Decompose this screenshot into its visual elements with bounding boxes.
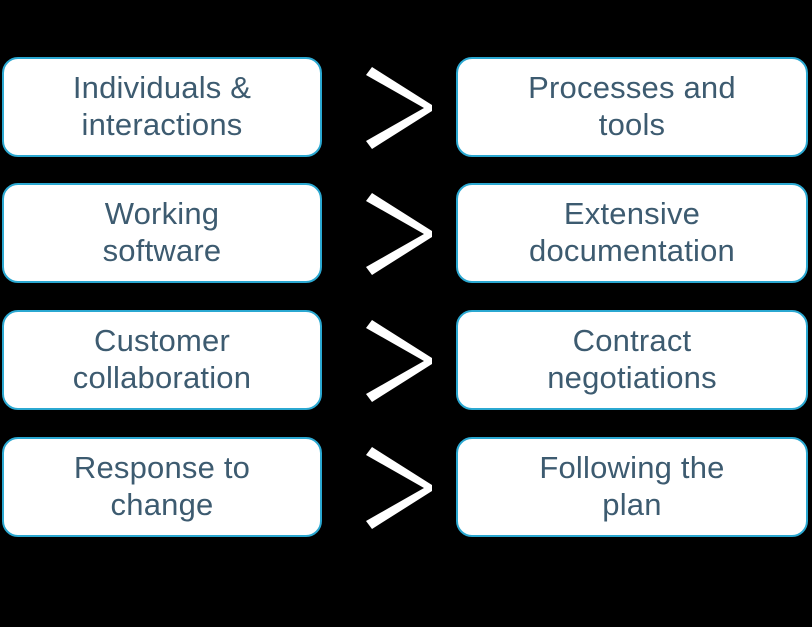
- value-box-left[interactable]: Working software: [2, 183, 322, 283]
- value-box-right-label: Processes and tools: [528, 70, 736, 142]
- greater-than-icon: [362, 441, 438, 533]
- value-box-left[interactable]: Customer collaboration: [2, 310, 322, 410]
- value-pair-row: Customer collaboration Contract negotiat…: [0, 310, 812, 410]
- value-box-left[interactable]: Response to change: [2, 437, 322, 537]
- value-box-left-label: Customer collaboration: [72, 323, 252, 395]
- value-pair-row: Working software Extensive documentation: [0, 183, 812, 283]
- greater-than-icon: [362, 187, 438, 279]
- value-pair-row: Response to change Following the plan: [0, 437, 812, 537]
- value-box-right[interactable]: Processes and tools: [456, 57, 808, 157]
- value-box-right[interactable]: Following the plan: [456, 437, 808, 537]
- value-box-right[interactable]: Extensive documentation: [456, 183, 808, 283]
- value-box-left[interactable]: Individuals & interactions: [2, 57, 322, 157]
- greater-than-icon: [362, 61, 438, 153]
- value-box-left-label: Working software: [102, 196, 222, 268]
- value-pair-row: Individuals & interactions Processes and…: [0, 57, 812, 157]
- value-box-left-label: Individuals & interactions: [72, 70, 252, 142]
- value-box-right-label: Contract negotiations: [547, 323, 717, 395]
- value-box-left-label: Response to change: [73, 450, 251, 522]
- greater-than-icon: [362, 314, 438, 406]
- value-box-right[interactable]: Contract negotiations: [456, 310, 808, 410]
- value-box-right-label: Extensive documentation: [529, 196, 735, 268]
- value-box-right-label: Following the plan: [539, 450, 725, 522]
